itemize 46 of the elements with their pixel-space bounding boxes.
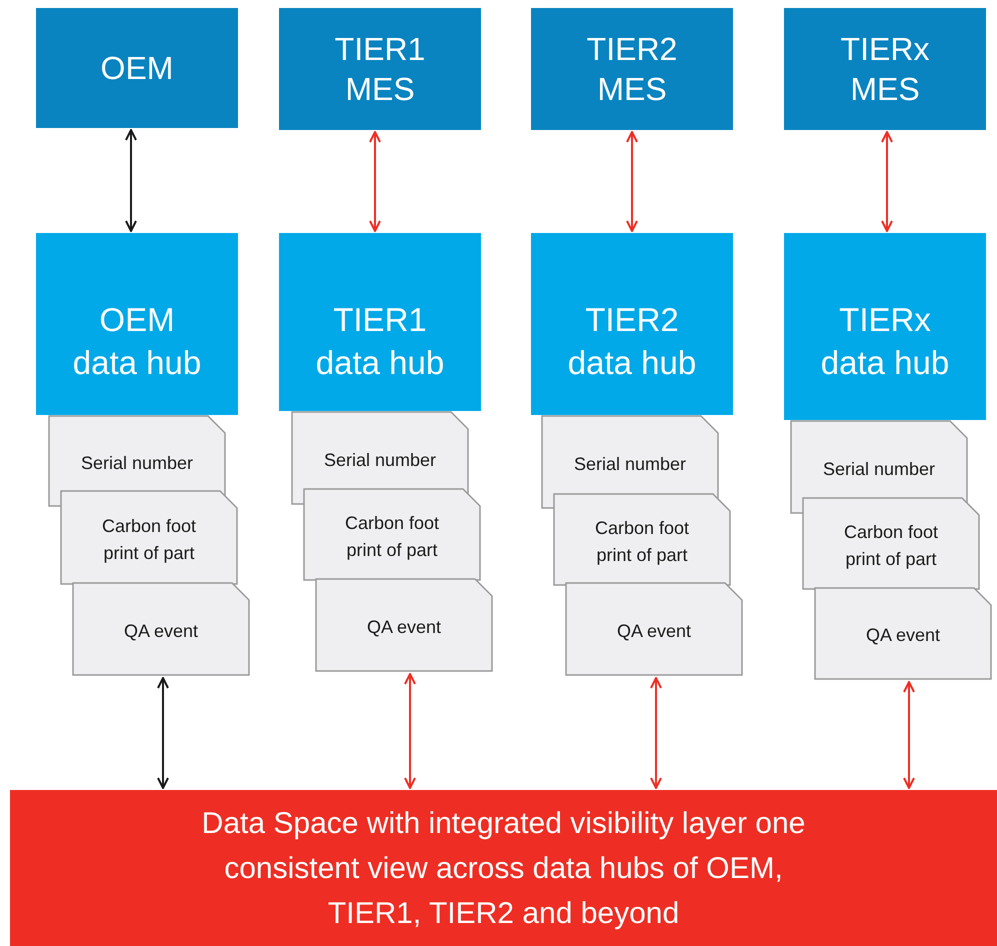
document-card	[802, 497, 980, 590]
system-box	[36, 8, 238, 128]
double-arrow	[369, 131, 381, 232]
card-text: Carbon foot print of part	[594, 517, 690, 567]
box-title: TIERx MES	[840, 30, 930, 109]
document-card	[315, 578, 493, 672]
card-text: Carbon foot print of part	[100, 515, 198, 565]
card-text: Serial number	[572, 452, 688, 476]
card-text: Serial number	[822, 458, 936, 481]
hub-title: TIERx data hub	[820, 300, 950, 383]
double-arrow	[626, 131, 638, 232]
document-card	[60, 490, 238, 585]
document-card	[814, 587, 992, 680]
data-hub-box	[279, 233, 481, 411]
document-card	[553, 493, 731, 586]
box-title: TIER2 MES	[586, 30, 678, 109]
double-arrow	[903, 681, 915, 789]
system-box	[279, 8, 481, 130]
box-title: TIER1 MES	[334, 30, 426, 109]
card-text: Serial number	[322, 448, 438, 472]
data-space-band	[10, 790, 997, 946]
box-title: OEM	[100, 49, 174, 88]
double-arrow	[881, 131, 893, 232]
document-card	[565, 582, 743, 676]
card-text: QA event	[616, 620, 692, 643]
double-arrow	[404, 673, 416, 789]
data-hub-box	[784, 233, 986, 420]
data-hub-box	[531, 233, 733, 415]
double-arrow	[157, 677, 169, 789]
system-box	[784, 8, 986, 130]
band-text: Data Space with integrated visibility layer one consistent view across data hubs of OEM, TIER1, TIER2 and beyond	[200, 806, 806, 932]
hub-title: TIER1 data hub	[314, 300, 446, 383]
double-arrow	[650, 677, 662, 789]
document-card	[303, 488, 481, 581]
hub-title: OEM data hub	[72, 300, 202, 383]
document-card	[72, 582, 250, 676]
card-text: QA event	[366, 616, 442, 639]
card-text: Carbon foot print of part	[842, 521, 940, 571]
data-hub-box	[36, 233, 238, 415]
card-text: QA event	[122, 620, 200, 643]
card-text: QA event	[864, 624, 942, 648]
double-arrow	[125, 129, 137, 232]
hub-title: TIER2 data hub	[566, 300, 698, 383]
card-text: Carbon foot print of part	[344, 512, 440, 562]
card-text: Serial number	[80, 452, 194, 475]
system-box	[531, 8, 733, 130]
